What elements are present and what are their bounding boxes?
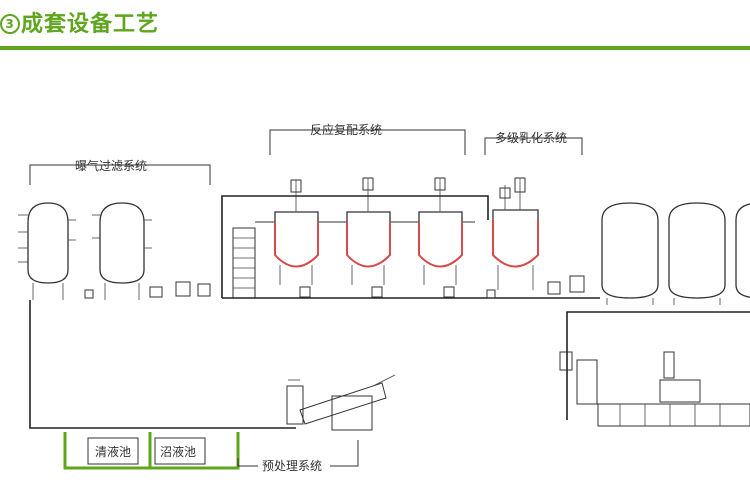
aeration-tank-2 bbox=[92, 202, 152, 300]
aeration-tank-1 bbox=[18, 202, 76, 300]
aeration-system-label: 曝气过滤系统 bbox=[75, 158, 147, 173]
reaction-bracket bbox=[269, 129, 466, 155]
aeration-pumps bbox=[84, 281, 211, 299]
reaction-vessel-3 bbox=[418, 177, 463, 285]
upper-header-pipe bbox=[221, 195, 489, 298]
pretreat-bracket bbox=[237, 440, 359, 467]
emulsifier-vessel bbox=[492, 177, 539, 290]
clear-pool-label: 清液池 bbox=[95, 444, 131, 459]
reaction-vessel-1 bbox=[274, 179, 319, 285]
storage-tank-3 bbox=[735, 203, 750, 298]
sludge-liquid-pool bbox=[148, 432, 240, 470]
reaction-system-label: 反应复配系统 bbox=[310, 122, 382, 137]
filling-feed-pipe bbox=[566, 311, 750, 420]
storage-tank-1 bbox=[601, 202, 659, 305]
emulsify-bracket bbox=[484, 137, 583, 155]
return-pipe bbox=[29, 300, 296, 429]
pretreatment-system-label: 预处理系统 bbox=[262, 459, 322, 473]
emulsify-system-label: 多级乳化系统 bbox=[495, 131, 567, 145]
platform-ladder bbox=[232, 227, 256, 299]
transfer-pumps bbox=[299, 275, 585, 299]
aeration-bracket bbox=[29, 164, 211, 185]
title-underline bbox=[0, 46, 750, 50]
reaction-vessel-2 bbox=[346, 177, 391, 285]
screw-press bbox=[286, 374, 396, 431]
storage-tank-2 bbox=[668, 202, 726, 305]
page-title-text: 成套设备工艺 bbox=[21, 12, 160, 37]
step-number-badge: 3 bbox=[0, 14, 20, 34]
sludge-pool-label: 沼液池 bbox=[160, 444, 196, 459]
filling-line bbox=[559, 351, 750, 427]
